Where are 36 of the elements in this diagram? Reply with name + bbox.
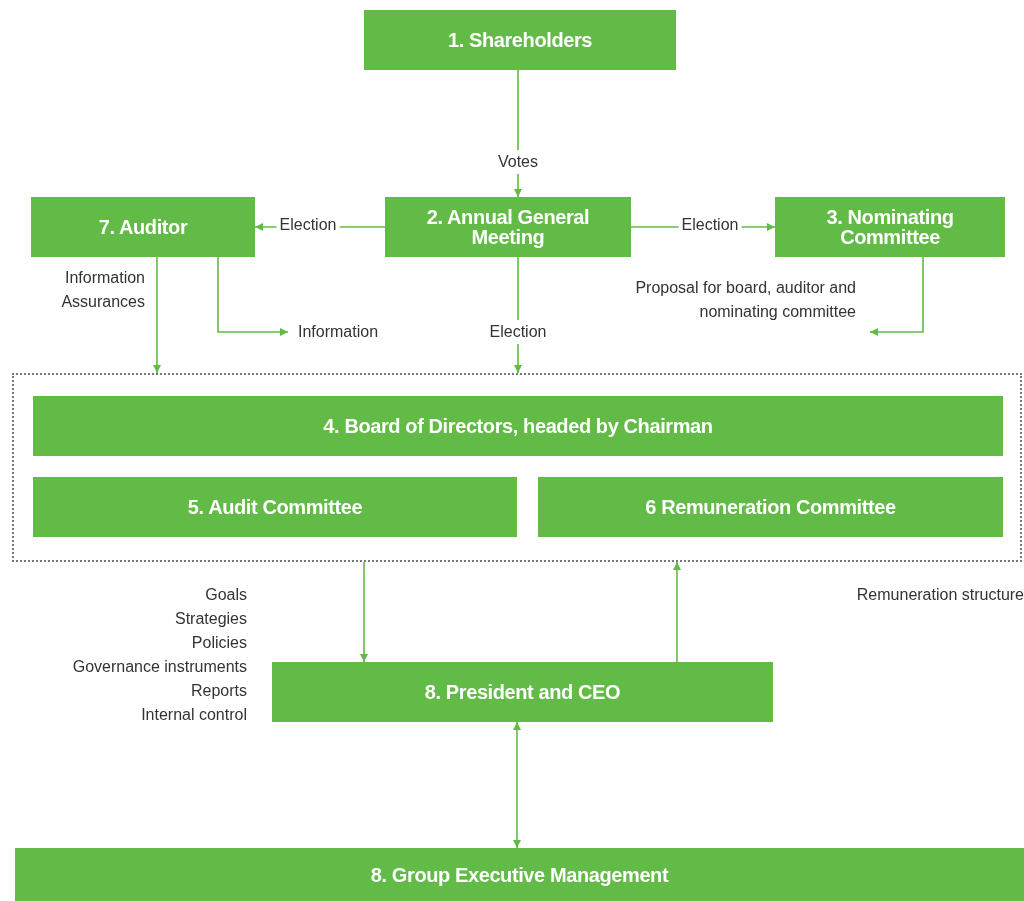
edge-label: Proposal for board, auditor and nominating committee — [634, 278, 856, 322]
arrow — [513, 721, 521, 849]
note-text: Internal control — [141, 705, 247, 725]
arrow — [869, 256, 924, 336]
note-text: Remuneration structure — [856, 585, 1024, 605]
box-title: 1. Shareholders — [446, 30, 594, 50]
arrow — [673, 561, 681, 663]
note-text: Policies — [191, 633, 247, 653]
edge-label: Votes — [495, 150, 541, 174]
note-text: Goals — [205, 585, 247, 605]
edge-label: Information Assurances — [60, 268, 145, 312]
box-title: 8. President and CEO — [423, 682, 622, 702]
box-title: 7. Auditor — [97, 217, 189, 237]
governance-box — [538, 477, 1003, 537]
edge-label: Information — [298, 322, 379, 342]
governance-box — [15, 848, 1024, 901]
note-text: Governance instruments — [72, 657, 247, 677]
governance-box — [33, 477, 517, 537]
box-title: 5. Audit Committee — [186, 497, 364, 517]
arrow — [153, 256, 161, 374]
arrow — [217, 256, 289, 336]
governance-box — [33, 396, 1003, 456]
governance-box — [775, 197, 1005, 257]
box-title: 6 Remuneration Committee — [644, 497, 897, 517]
governance-box — [364, 10, 676, 70]
note-text: Strategies — [174, 609, 247, 629]
box-title: 4. Board of Directors, headed by Chairman — [322, 416, 714, 436]
group-frame — [12, 373, 1022, 562]
box-title: 8. Group Executive Management — [369, 864, 670, 885]
governance-box — [31, 197, 255, 257]
governance-box — [272, 662, 773, 722]
governance-box — [385, 197, 631, 257]
arrow — [360, 561, 368, 663]
note-text: Reports — [190, 681, 247, 701]
box-title: 3. Nominating Committee — [825, 207, 955, 247]
box-title: 2. Annual General Meeting — [425, 207, 591, 247]
